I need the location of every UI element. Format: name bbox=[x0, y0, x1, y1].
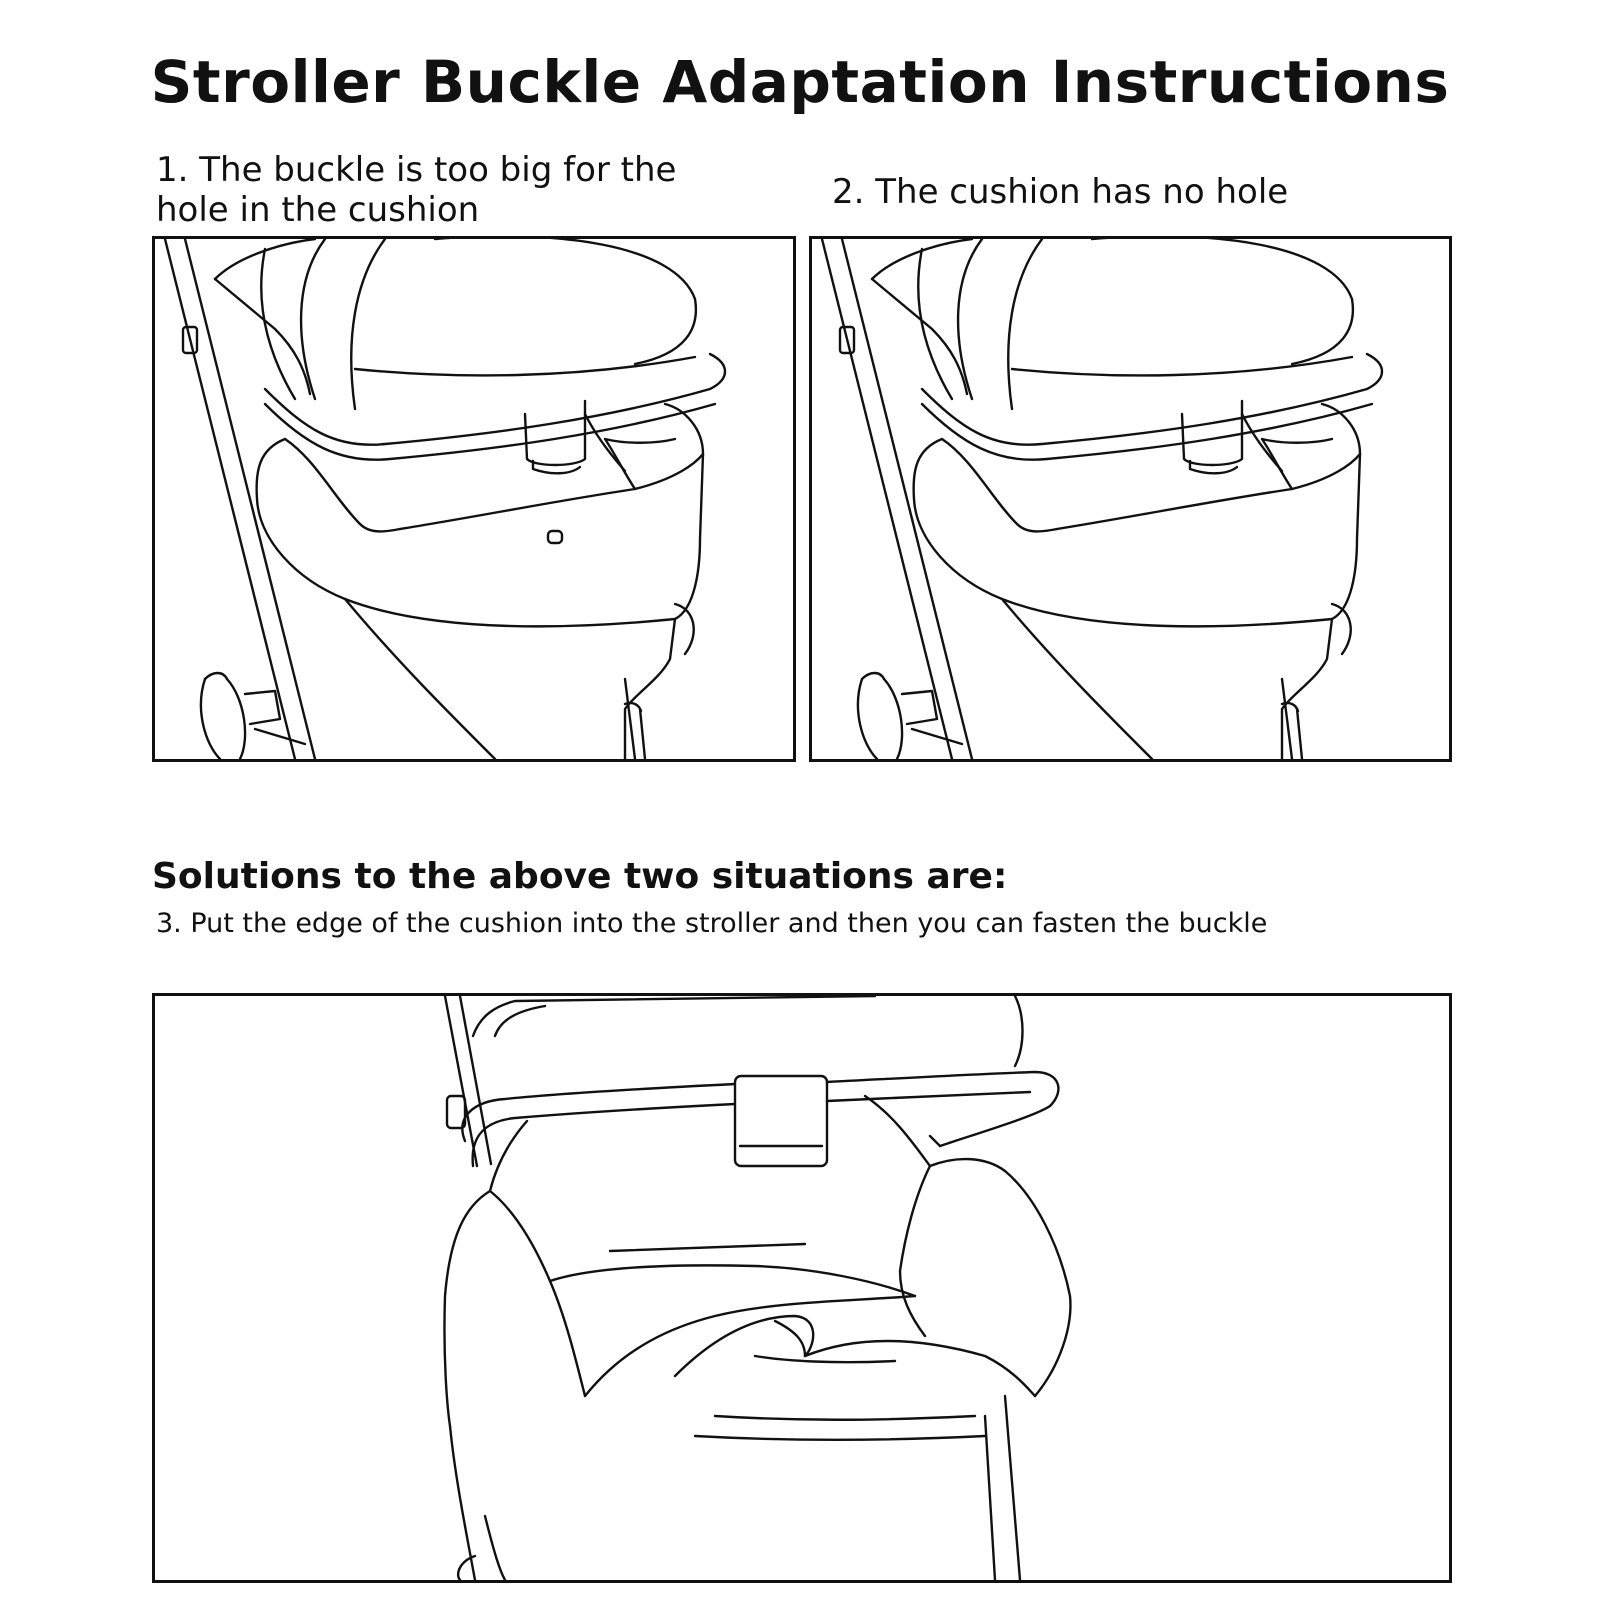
illustration-cushion-edge-tucked bbox=[152, 993, 1452, 1583]
stroller-cushion-tucked-drawing bbox=[443, 996, 1072, 1580]
situation-2-caption: 2. The cushion has no hole bbox=[832, 172, 1289, 212]
stroller-cushion-hole-drawing bbox=[163, 239, 727, 759]
illustration-cushion-no-hole bbox=[809, 236, 1452, 762]
solution-step-3: 3. Put the edge of the cushion into the … bbox=[156, 908, 1268, 939]
solutions-heading: Solutions to the above two situations ar… bbox=[152, 856, 1008, 897]
illustration-buckle-too-big bbox=[152, 236, 796, 762]
stroller-cushion-no-hole-drawing bbox=[820, 239, 1384, 759]
situation-1-caption: 1. The buckle is too big for the hole in… bbox=[156, 150, 677, 230]
page-title: Stroller Buckle Adaptation Instructions bbox=[150, 48, 1450, 116]
